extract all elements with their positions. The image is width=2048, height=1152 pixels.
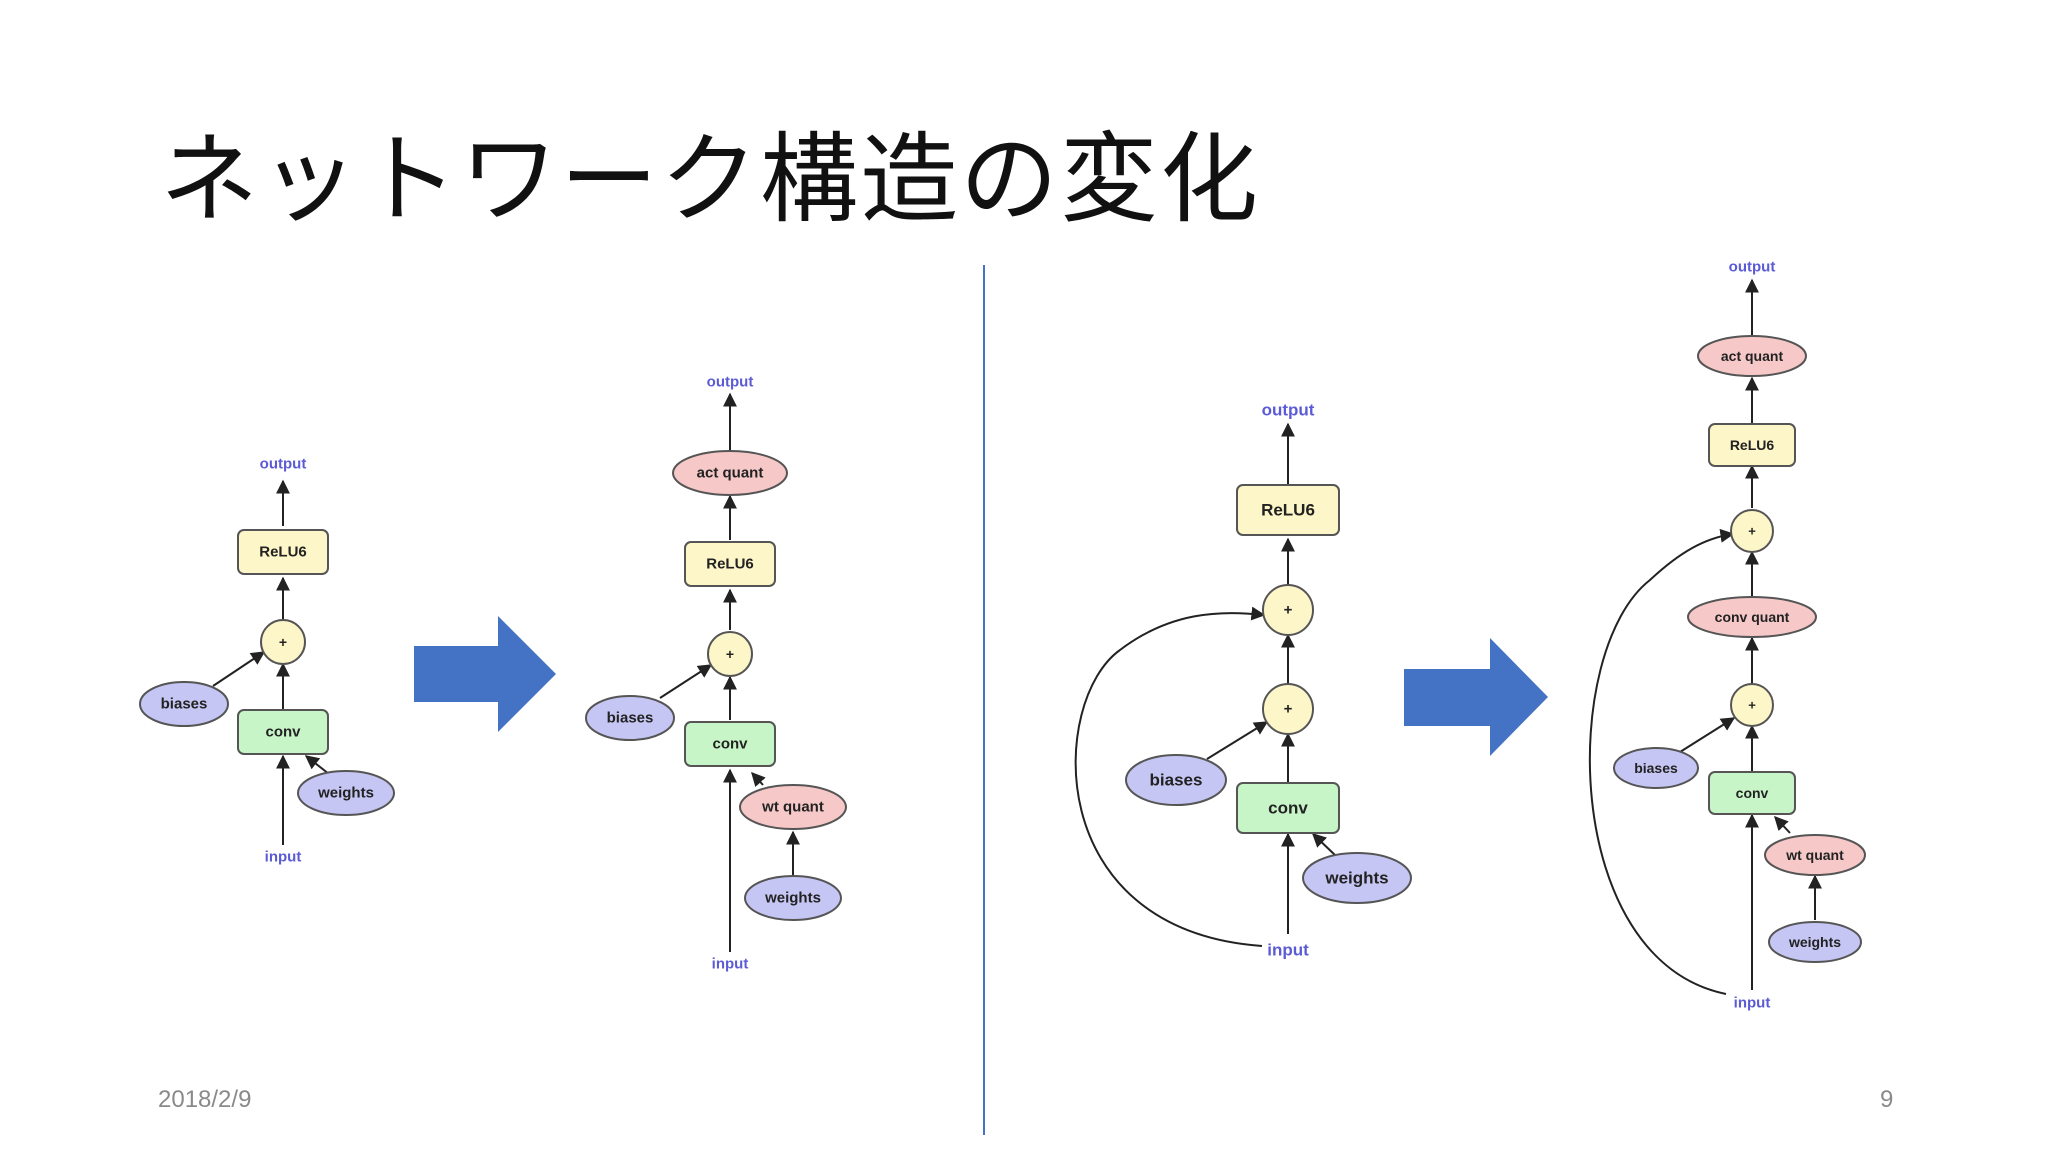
weights-label: weights xyxy=(1324,869,1388,888)
edge xyxy=(304,755,330,775)
transform-arrow-right xyxy=(1404,638,1548,756)
conv-node xyxy=(1708,771,1796,815)
add-label: + xyxy=(1284,701,1293,718)
conv-node xyxy=(684,721,776,767)
weights-label: weights xyxy=(1788,934,1841,950)
add-label: + xyxy=(1748,698,1756,713)
relu6-node xyxy=(1236,484,1340,536)
weights-node xyxy=(1768,921,1862,963)
skip-connection xyxy=(1588,528,1735,995)
add-node xyxy=(707,631,753,677)
output-label: output xyxy=(707,374,754,391)
add-node xyxy=(1262,683,1314,735)
diagram-residual-block-quantized: output act quant ReLU6 + conv quant + bi… xyxy=(1588,259,1866,1012)
wt-quant-label: wt quant xyxy=(1785,847,1844,863)
biases-node xyxy=(139,681,229,727)
act-quant-label: act quant xyxy=(697,465,764,482)
relu6-label: ReLU6 xyxy=(706,556,754,573)
biases-label: biases xyxy=(1634,760,1678,776)
add-node xyxy=(1730,509,1774,553)
conv-node xyxy=(237,709,329,755)
act-quant-label: act quant xyxy=(1721,348,1784,364)
conv-label: conv xyxy=(1268,799,1308,818)
wt-quant-node xyxy=(739,784,847,830)
relu6-label: ReLU6 xyxy=(259,544,307,561)
act-quant-node xyxy=(1697,335,1807,377)
edge xyxy=(1206,721,1269,760)
input-label: input xyxy=(1734,995,1771,1012)
add-node xyxy=(1730,683,1774,727)
input-label: input xyxy=(712,956,749,973)
diagram-conv-block-float: output ReLU6 + biases conv weights input xyxy=(139,456,395,866)
add-label: + xyxy=(726,646,734,662)
conv-label: conv xyxy=(1736,785,1769,801)
add-label: + xyxy=(279,634,287,650)
weights-label: weights xyxy=(764,890,821,907)
weights-node xyxy=(744,875,842,921)
wt-quant-node xyxy=(1764,834,1866,876)
biases-label: biases xyxy=(161,696,208,713)
skip-connection xyxy=(1074,606,1266,947)
edge xyxy=(1311,833,1337,857)
footer-date: 2018/2/9 xyxy=(158,1086,252,1113)
biases-node xyxy=(585,695,675,741)
output-label: output xyxy=(1262,401,1315,420)
wt-quant-label: wt quant xyxy=(761,799,824,816)
input-label: input xyxy=(265,849,302,866)
conv-quant-label: conv quant xyxy=(1715,609,1790,625)
conv-quant-node xyxy=(1687,596,1817,638)
output-label: output xyxy=(260,456,307,473)
diagram-residual-block-float: output ReLU6 + + biases conv weights inp… xyxy=(1074,401,1412,960)
relu6-node xyxy=(1708,423,1796,467)
add-label: + xyxy=(1748,524,1756,539)
relu6-node xyxy=(237,529,329,575)
relu6-node xyxy=(684,541,776,587)
act-quant-node xyxy=(672,450,788,496)
edge xyxy=(1679,717,1736,753)
biases-label: biases xyxy=(607,710,654,727)
relu6-label: ReLU6 xyxy=(1261,501,1315,520)
weights-node xyxy=(1302,852,1412,904)
conv-label: conv xyxy=(712,736,748,753)
add-node xyxy=(1262,584,1314,636)
edge xyxy=(659,664,713,699)
edge xyxy=(751,771,766,788)
output-label: output xyxy=(1729,259,1776,276)
conv-node xyxy=(1236,782,1340,834)
relu6-label: ReLU6 xyxy=(1730,437,1775,453)
transform-arrow-left xyxy=(414,616,556,732)
add-label: + xyxy=(1284,602,1293,619)
weights-label: weights xyxy=(317,785,374,802)
biases-label: biases xyxy=(1150,771,1203,790)
edge xyxy=(212,651,266,687)
diagram-conv-block-quantized: output act quant ReLU6 + biases conv wt … xyxy=(585,374,847,973)
biases-node xyxy=(1125,754,1227,806)
biases-node xyxy=(1613,747,1699,789)
weights-node xyxy=(297,770,395,816)
page-number: 9 xyxy=(1880,1086,1894,1113)
input-label: input xyxy=(1267,941,1309,960)
conv-label: conv xyxy=(265,724,301,741)
edge xyxy=(1774,815,1791,834)
slide-title: ネットワーク構造の変化 xyxy=(160,123,1261,237)
add-node xyxy=(260,619,306,665)
